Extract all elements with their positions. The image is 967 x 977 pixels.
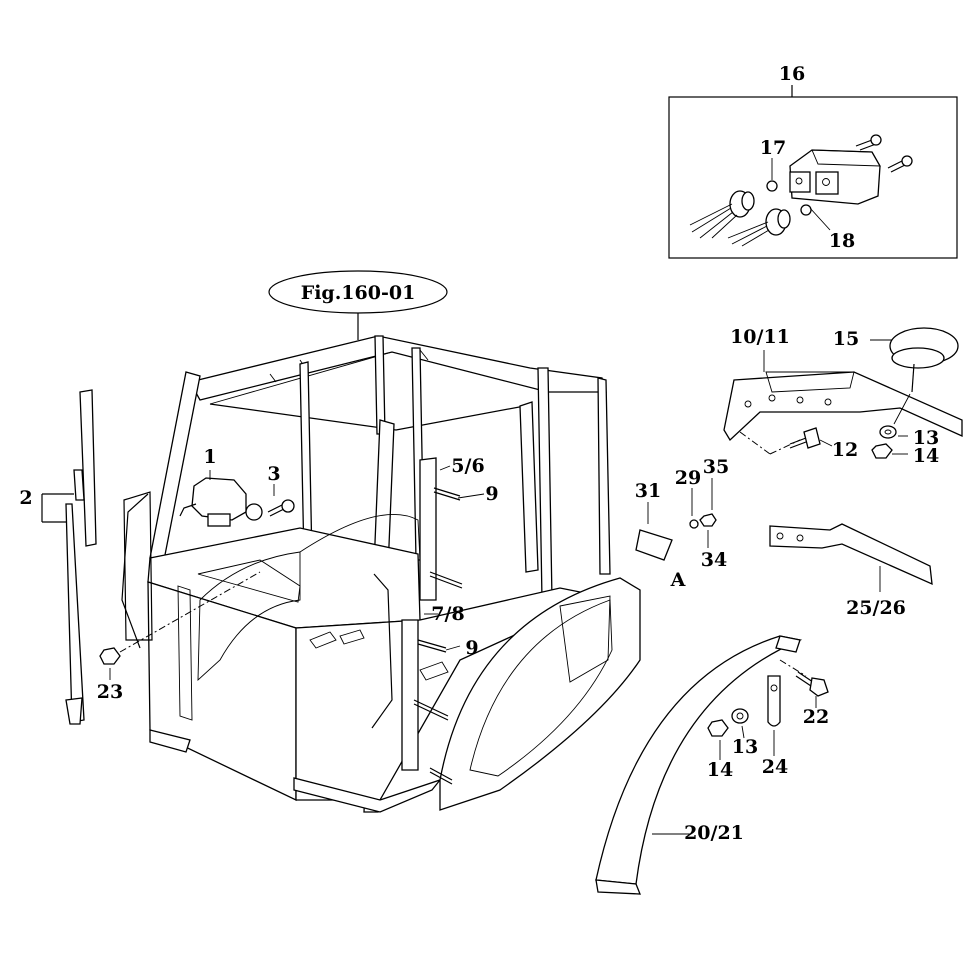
callout-35: 35	[703, 456, 729, 478]
callout-31: 31	[635, 480, 661, 502]
callout-9-upper: 9	[485, 483, 498, 505]
callout-22: 22	[803, 706, 829, 728]
detail-view-letter-a: A	[670, 569, 686, 591]
mudguard	[595, 635, 807, 895]
callout-17: 17	[760, 137, 786, 159]
mirror-bracket-parts	[413, 465, 485, 785]
fender-bracket	[723, 350, 963, 455]
callout-9-lower: 9	[465, 637, 478, 659]
wiper-motor	[179, 470, 263, 527]
bolt-part-12	[789, 427, 833, 449]
callout-1: 1	[203, 446, 216, 468]
callout-25-26: 25/26	[846, 597, 906, 619]
wiper-assembly	[41, 389, 97, 725]
bracket-part-25-26	[769, 523, 933, 592]
figure-reference	[268, 270, 448, 340]
cab-frame	[121, 335, 641, 813]
mudguard-fixings	[707, 671, 829, 760]
callout-12: 12	[832, 439, 858, 461]
callout-14-lower: 14	[707, 759, 733, 781]
washer-nut-upper	[871, 425, 908, 459]
callout-16: 16	[779, 63, 805, 85]
bolt-part-3	[267, 484, 295, 517]
detail-box-switch	[668, 85, 958, 259]
nut-part-23	[99, 571, 261, 680]
callout-14-upper: 14	[913, 445, 939, 467]
callout-3: 3	[267, 463, 280, 485]
callout-24: 24	[762, 756, 788, 778]
callout-20-21: 20/21	[684, 822, 744, 844]
detail-a-parts	[635, 478, 717, 561]
callout-2: 2	[19, 487, 32, 509]
callout-18: 18	[829, 230, 855, 252]
callout-10-11: 10/11	[730, 326, 790, 348]
callout-7-8: 7/8	[431, 603, 464, 625]
callout-34: 34	[701, 549, 727, 571]
lamp-part-15	[870, 327, 959, 425]
callout-23: 23	[97, 681, 123, 703]
callout-13-upper: 13	[913, 427, 939, 449]
callout-5-6: 5/6	[451, 455, 484, 477]
callout-13-lower: 13	[732, 736, 758, 758]
callout-29: 29	[675, 467, 701, 489]
callout-15: 15	[833, 328, 859, 350]
callout-labels: 16 17 18 Fig.160-01 10/11 15 13 12 14 1 …	[19, 63, 939, 844]
figure-reference-label: Fig.160-01	[301, 282, 416, 304]
